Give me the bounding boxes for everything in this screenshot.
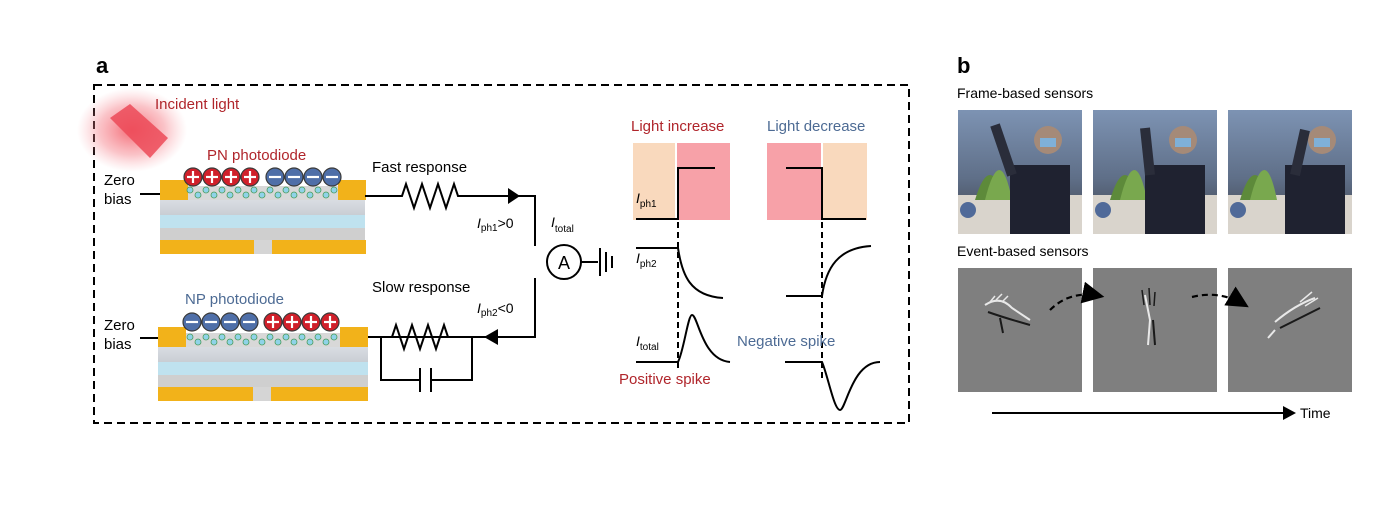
i-symbol: I [551,214,555,230]
light-increase-label: Light increase [631,118,724,135]
zero-label-top: Zero [104,172,135,189]
event-based-label: Event-based sensors [957,243,1089,259]
time-arrow-icon [1283,406,1296,420]
slow-response-label: Slow response [372,279,470,296]
waveforms [636,167,881,412]
incident-light-icon [77,88,187,172]
ammeter-label: A [558,253,570,273]
pn-photodiode-label: PN photodiode [207,147,306,164]
light-decrease-label: Light decrease [767,118,865,135]
pn-photodiode-device [160,180,366,254]
panel-a-dashed-frame [93,84,910,424]
gt-zero: >0 [498,215,514,231]
total-sub: total [555,224,574,235]
i-ph2-axis: Iph2 [636,250,657,270]
bias-label-top: bias [104,191,132,208]
i-total-label: Itotal [551,214,574,235]
circuit-wires [365,180,613,392]
light-increase-bands [633,143,730,220]
event-arrows [1049,281,1249,311]
np-photodiode-label: NP photodiode [185,291,284,308]
i-ph1-axis: Iph1 [636,190,657,210]
incident-light-label: Incident light [155,96,240,113]
ammeter-icon [546,244,582,280]
event-frame-1 [958,268,1082,392]
frame-based-label: Frame-based sensors [957,85,1093,101]
np-charges [182,312,340,332]
frame-photo-1 [958,110,1082,234]
np-photodiode-device [158,327,368,402]
arrow-left-icon [484,329,498,345]
positive-spike-label: Positive spike [619,371,711,388]
i-total-axis: Itotal [636,333,659,353]
event-frame-2 [1093,268,1217,392]
time-label: Time [1300,405,1331,421]
panel-b-label: b [957,53,970,78]
light-decrease-bands [767,143,867,220]
dashed-guides [677,222,823,378]
frame-photo-3 [1228,110,1352,234]
bias-label-bottom: bias [104,336,132,353]
arrow-right-icon [508,188,520,204]
ph1-sub: ph1 [481,223,498,234]
lt-zero: <0 [498,300,514,316]
frame-photo-2 [1093,110,1217,234]
fast-response-label: Fast response [372,159,467,176]
i-ph2-condition: Iph2<0 [477,300,514,319]
zero-label-bottom: Zero [104,317,135,334]
panel-a-label: a [96,53,109,78]
pn-charges [183,167,342,187]
i-ph1-condition: Iph1>0 [477,215,514,234]
negative-spike-label: Negative spike [737,333,835,350]
i-symbol: I [477,300,481,316]
ph2-sub: ph2 [481,308,498,319]
event-frame-3 [1228,268,1352,392]
i-symbol: I [477,215,481,231]
